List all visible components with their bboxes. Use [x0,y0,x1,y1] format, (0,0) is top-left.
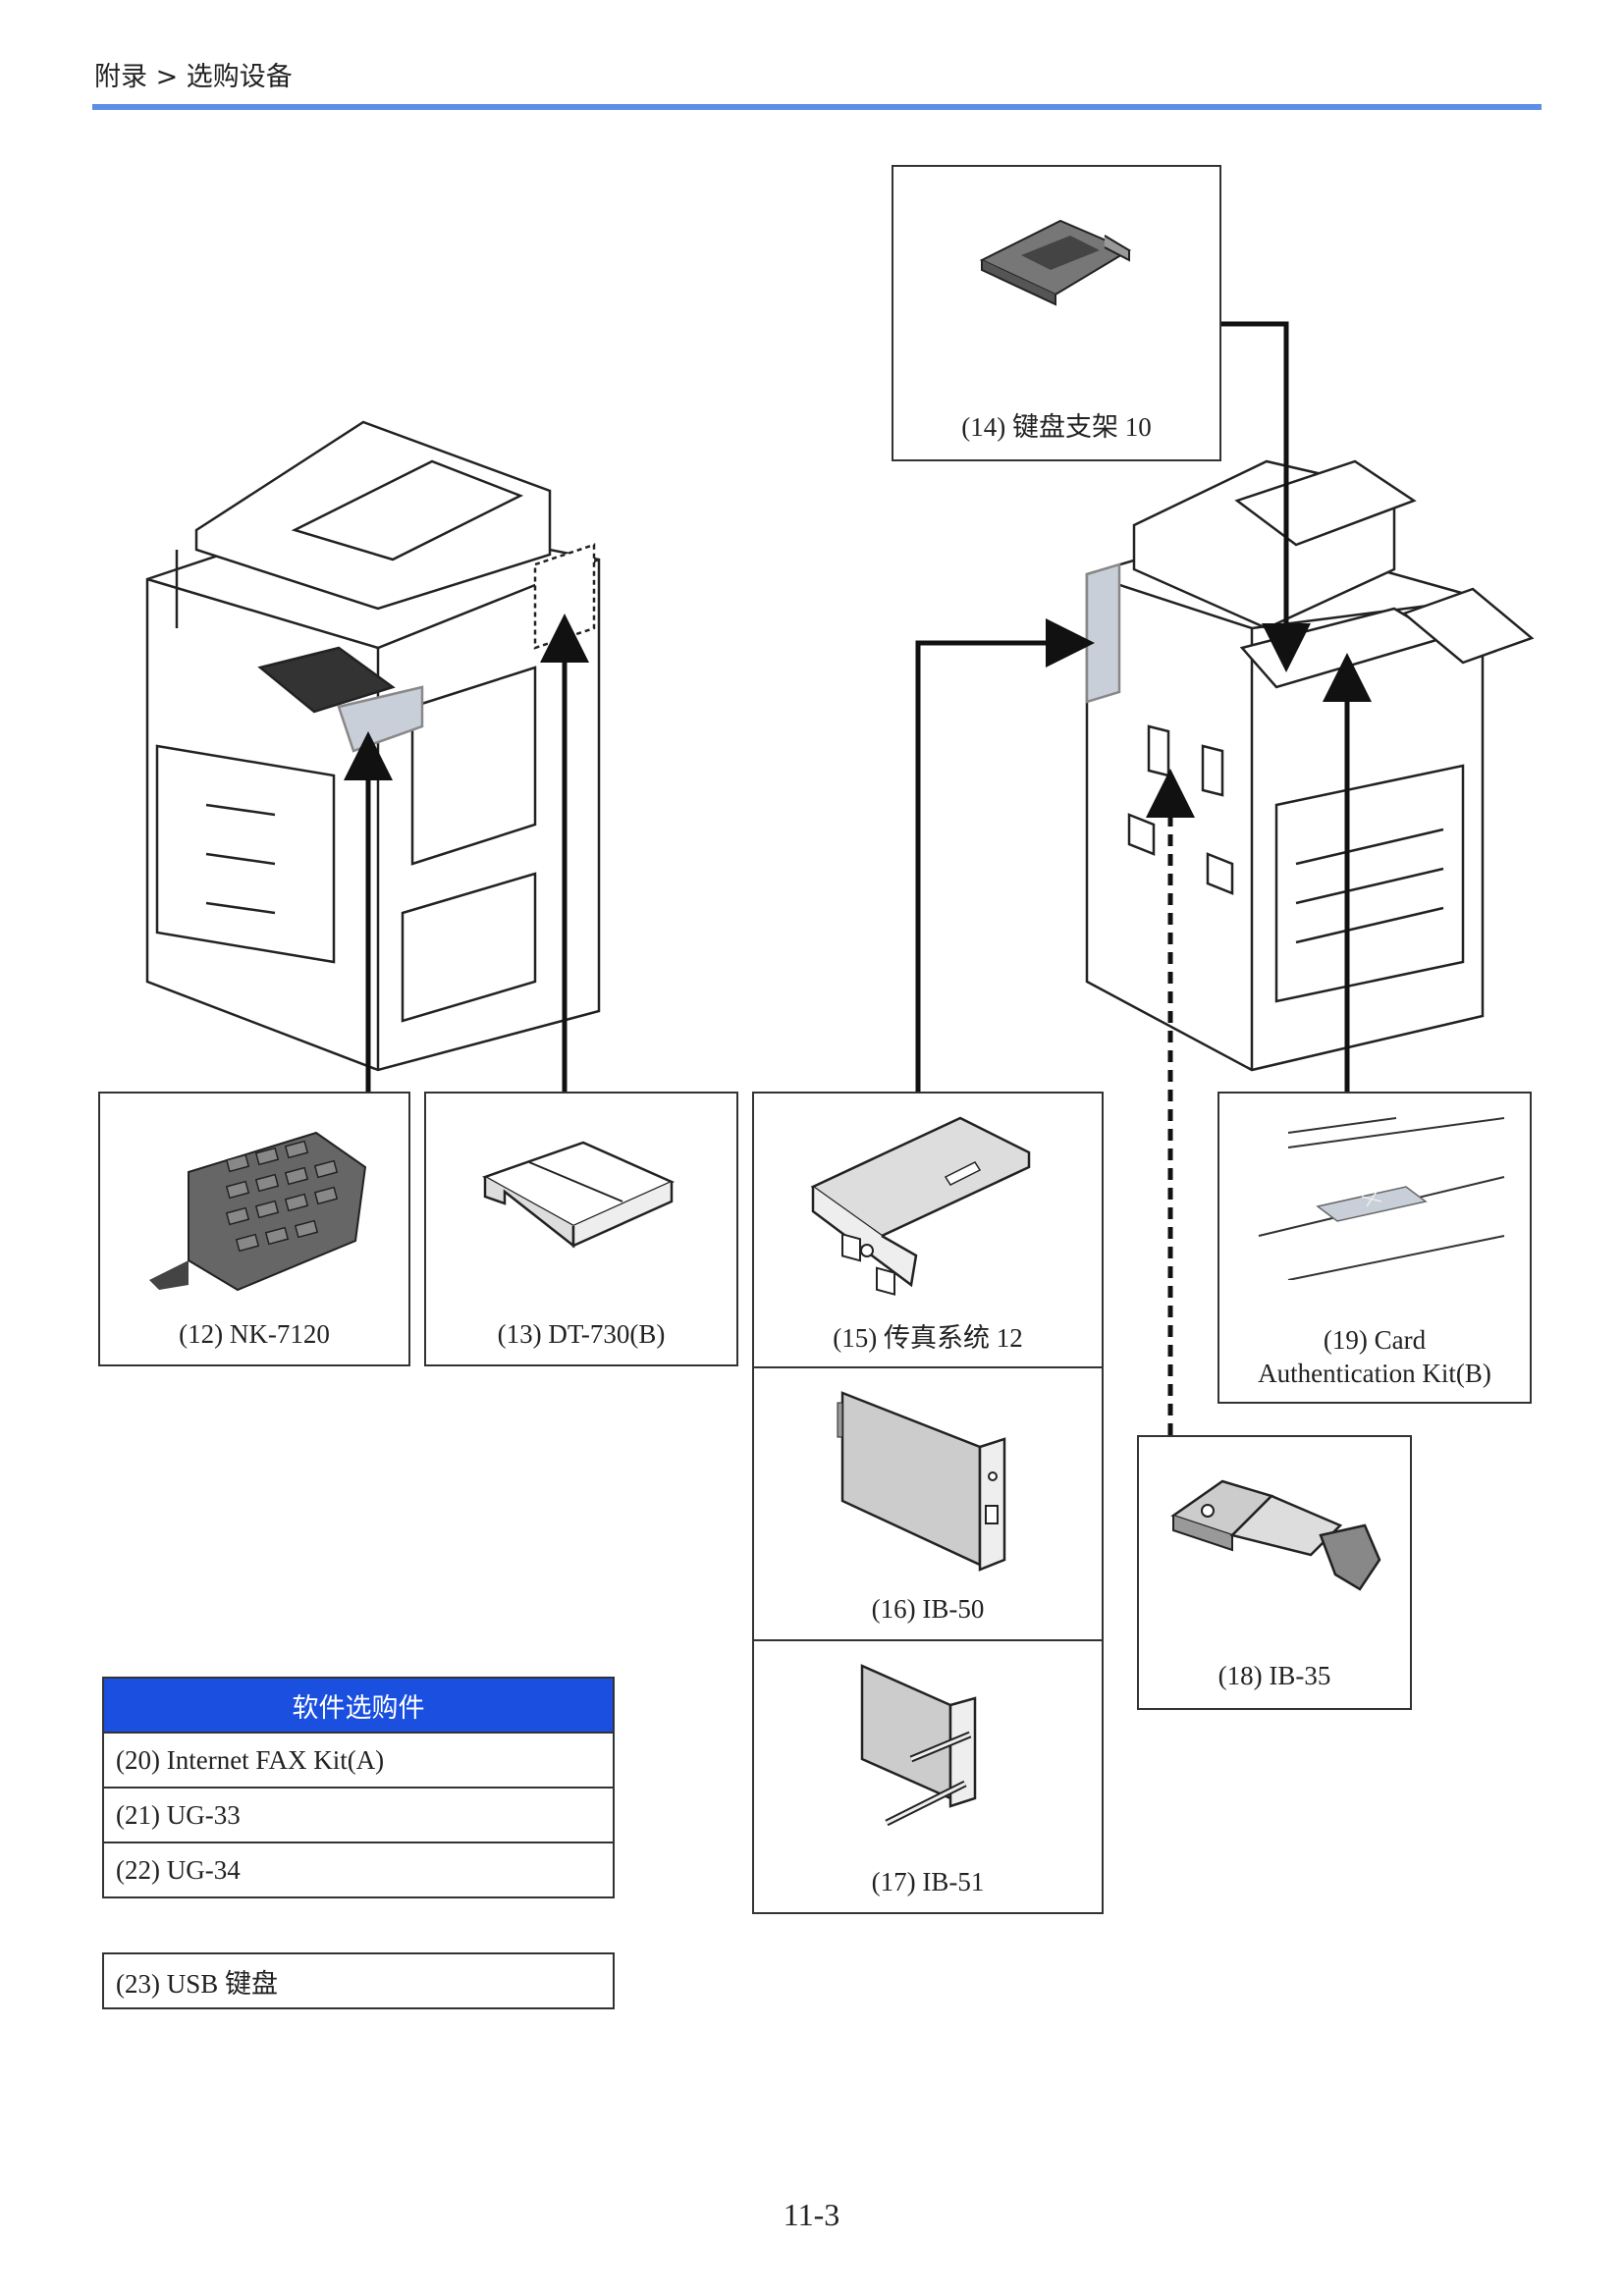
software-option-row: (20) Internet FAX Kit(A) [102,1732,615,1789]
card-auth-label-line2: Authentication Kit(B) [1258,1359,1491,1388]
software-options-title: 软件选购件 [102,1677,615,1734]
page-number: 11-3 [783,2197,840,2232]
ib50-board-image [837,1391,1006,1572]
ib35-label: (18) IB-35 [1217,1661,1331,1690]
document-tray-image [481,1141,676,1249]
dt730-label: (13) DT-730(B) [497,1319,666,1349]
dt730-card: (13) DT-730(B) [424,1092,738,1366]
fax-system-card: (15) 传真系统 12 [752,1092,1104,1368]
header-divider [92,104,1542,110]
ib51-board-image [860,1664,977,1827]
ib50-label: (16) IB-50 [871,1594,985,1624]
right-mfp-illustration [1085,459,1535,1072]
usb-keyboard-row: (23) USB 键盘 [102,1952,615,2009]
nk7120-label: (12) NK-7120 [179,1319,330,1349]
fax-board-image [810,1116,1031,1296]
ib50-card: (16) IB-50 [752,1366,1104,1641]
ib51-card: (17) IB-51 [752,1639,1104,1914]
software-option-row: (22) UG-34 [102,1842,615,1898]
keyboard-holder-card: (14) 键盘支架 10 [892,165,1221,461]
nk7120-card: (12) NK-7120 [98,1092,410,1366]
left-mfp-illustration [145,420,601,1072]
software-options-table: 软件选购件 (20) Internet FAX Kit(A) (21) UG-3… [102,1677,615,1898]
card-auth-label-line1: (19) Card [1323,1325,1427,1355]
keyboard-holder-label: (14) 键盘支架 10 [961,412,1152,442]
ib51-label: (17) IB-51 [871,1867,985,1896]
fax-system-label: (15) 传真系统 12 [833,1323,1023,1353]
card-reader-image [1258,1117,1505,1280]
ib35-card: (18) IB-35 [1137,1435,1412,1710]
ib35-module-image [1170,1479,1381,1591]
keyboard-holder-image [979,219,1132,306]
numeric-keypad-image [149,1131,367,1292]
software-option-row: (21) UG-33 [102,1787,615,1843]
card-auth-card: (19) Card Authentication Kit(B) [1217,1092,1532,1404]
breadcrumb: 附录 > 选购设备 [94,62,293,92]
usb-keyboard-table: (23) USB 键盘 [102,1952,615,2009]
